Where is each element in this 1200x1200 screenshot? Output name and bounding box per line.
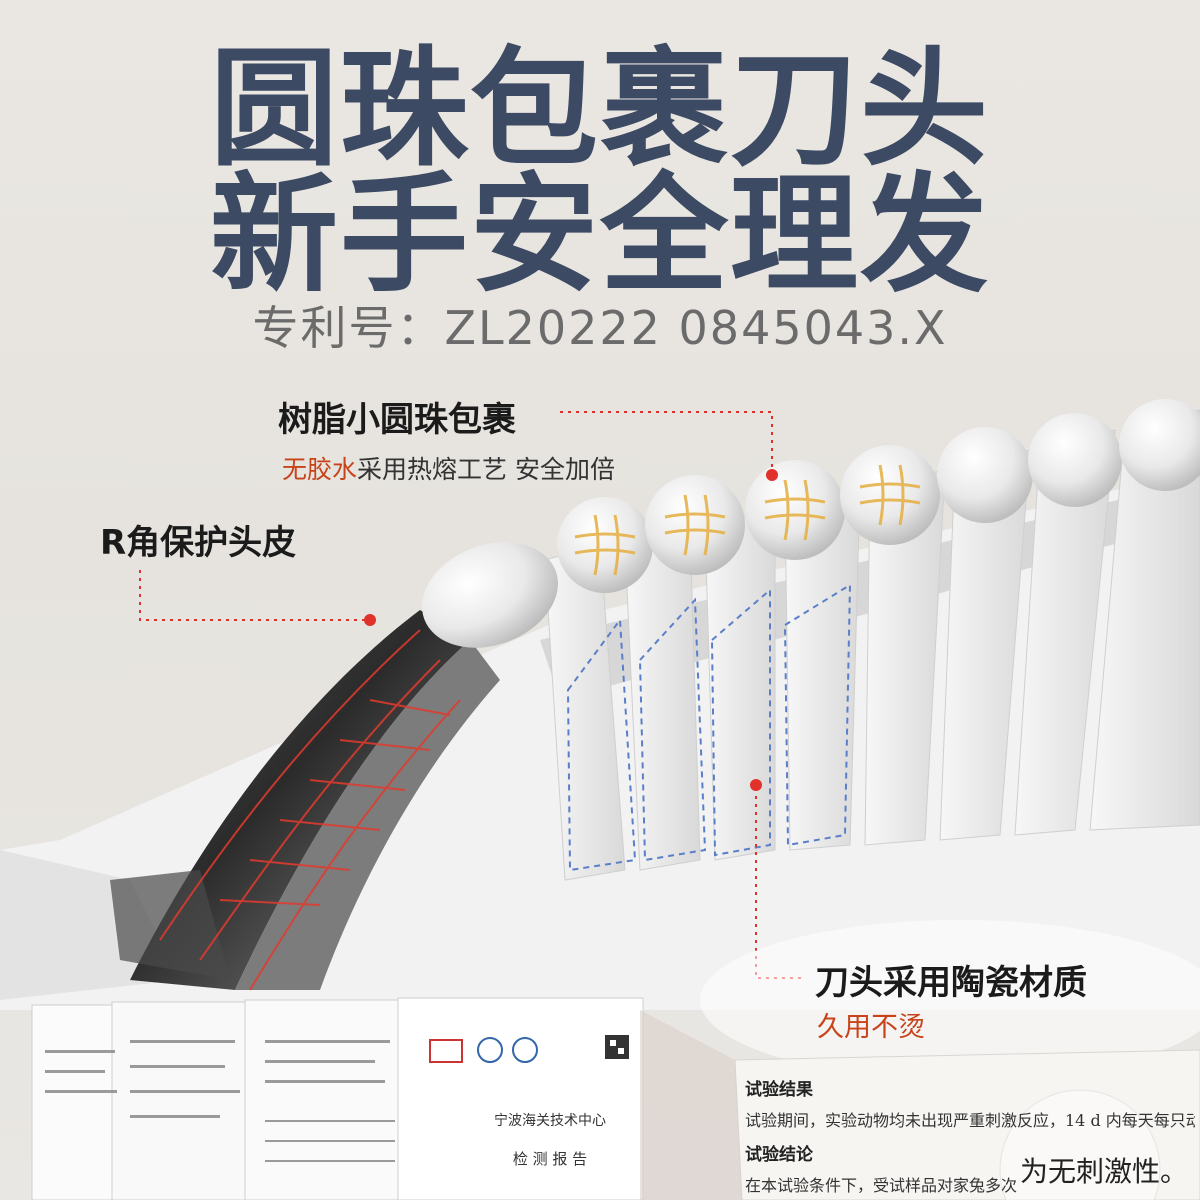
result-text: 试验期间，实验动物均未出现严重刺激反应，14 d 内每天每只动 — [745, 1111, 1195, 1130]
headline-line-1: 圆珠包裹刀头 — [209, 35, 990, 184]
test-report-documents — [31, 997, 644, 1200]
conclusion-heading: 试验结论 — [745, 1145, 813, 1165]
headline-line-2: 新手安全理发 — [209, 161, 990, 310]
no-glue-highlight: 无胶水 — [282, 455, 358, 484]
resin-beads-title: 树脂小圆珠包裹 — [278, 400, 516, 440]
resin-beads — [422, 399, 1200, 648]
result-heading: 试验结果 — [745, 1080, 813, 1100]
report-institute: 宁波海关技术中心 — [494, 1113, 606, 1129]
ceramic-blade-title: 刀头采用陶瓷材质 — [815, 963, 1087, 1003]
resin-beads-subtitle: 无胶水采用热熔工艺 安全加倍 — [282, 450, 615, 486]
conclusion-text: 在本试验条件下，受试样品对家兔多次 — [745, 1176, 1018, 1195]
resin-beads-subtitle-rest: 采用热熔工艺 安全加倍 — [357, 455, 615, 484]
report-title: 检 测 报 告 — [512, 1150, 588, 1168]
r-corner-title: R角保护头皮 — [100, 523, 297, 563]
magnified-conclusion: 为无刺激性。 — [1020, 1155, 1189, 1188]
ceramic-blade-subtitle: 久用不烫 — [817, 1012, 925, 1043]
patent-number: 专利号：ZL20222 0845043.X — [252, 301, 948, 355]
